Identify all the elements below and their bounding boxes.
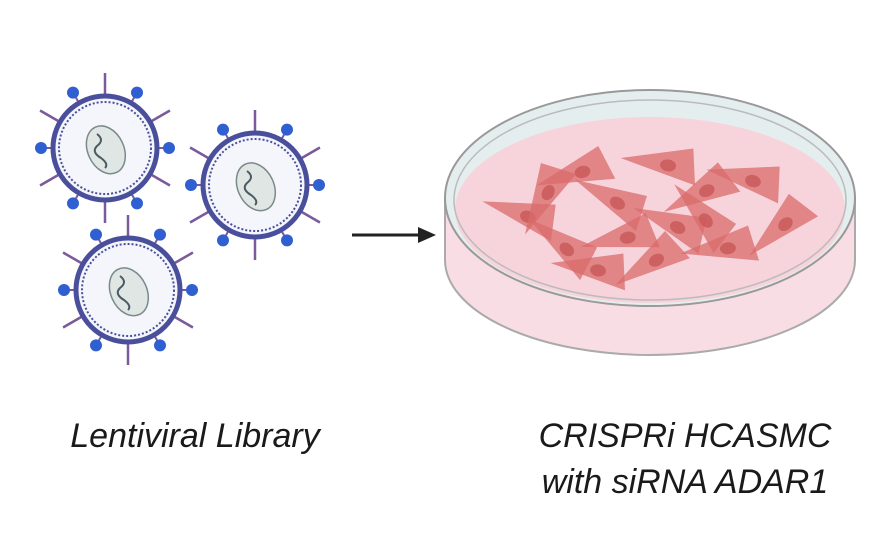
rna-genome (116, 275, 131, 311)
nucleus (660, 159, 676, 172)
hcasmc-cell (706, 166, 780, 204)
glycoprotein (281, 234, 293, 247)
glycoprotein (313, 179, 325, 191)
spike (189, 146, 211, 161)
spike (149, 109, 171, 124)
lentivirus-particle (35, 73, 175, 223)
spike (39, 172, 61, 187)
capsid (85, 125, 127, 175)
rna-genome (93, 133, 108, 169)
glycoprotein (217, 123, 229, 136)
crispri-hcasmc-label: CRISPRi HCASMC with siRNA ADAR1 (480, 413, 870, 505)
capsid (108, 267, 150, 317)
nucleus (619, 231, 636, 244)
label-line-1: CRISPRi HCASMC (538, 417, 832, 455)
glycoprotein (217, 234, 229, 247)
glycoprotein (163, 142, 175, 154)
rna-genome (243, 170, 258, 206)
hcasmc-cell (575, 180, 647, 232)
glycoprotein (58, 284, 70, 296)
glycoprotein (35, 142, 47, 154)
hcasmc-cell (620, 148, 695, 186)
nucleus (648, 253, 664, 267)
glycoprotein (67, 197, 79, 210)
spike (172, 314, 194, 329)
nucleus (574, 165, 591, 179)
lentiviral-library-label: Lentiviral Library (70, 417, 320, 455)
hcasmc-cell (550, 253, 625, 291)
capsid (235, 162, 277, 212)
nucleus (699, 184, 715, 198)
glycoprotein (154, 339, 166, 352)
nucleus (590, 264, 606, 277)
glycoprotein (186, 284, 198, 296)
glycoprotein (90, 339, 102, 352)
nucleus (778, 217, 793, 231)
nucleus (719, 242, 736, 255)
spike (62, 314, 84, 329)
spike (149, 172, 171, 187)
glycoprotein (154, 228, 166, 241)
hcasmc-cell (633, 208, 707, 254)
glycoprotein (131, 197, 143, 210)
nucleus (745, 174, 761, 188)
glycoprotein (67, 86, 79, 99)
arrow (352, 227, 436, 243)
spike (62, 251, 84, 266)
nucleus (669, 221, 686, 234)
nucleus (609, 196, 625, 210)
spike (299, 209, 321, 224)
spike (39, 109, 61, 124)
glycoprotein (185, 179, 197, 191)
hcasmc-cell (525, 163, 577, 235)
lentivirus-group (35, 73, 325, 365)
spike (189, 209, 211, 224)
nucleus (541, 185, 555, 201)
glycoprotein (131, 86, 143, 99)
hcasmc-cell (580, 213, 660, 248)
glycoprotein (90, 228, 102, 241)
label-line-2: with siRNA ADAR1 (541, 463, 829, 501)
spike (172, 251, 194, 266)
spike (299, 146, 321, 161)
nucleus (699, 213, 713, 228)
lentivirus-particle (58, 215, 198, 365)
smooth-muscle-cells (482, 145, 819, 291)
nucleus (559, 242, 575, 257)
glycoprotein (281, 123, 293, 136)
petri-dish (444, 89, 856, 356)
lentivirus-particle (185, 110, 325, 260)
